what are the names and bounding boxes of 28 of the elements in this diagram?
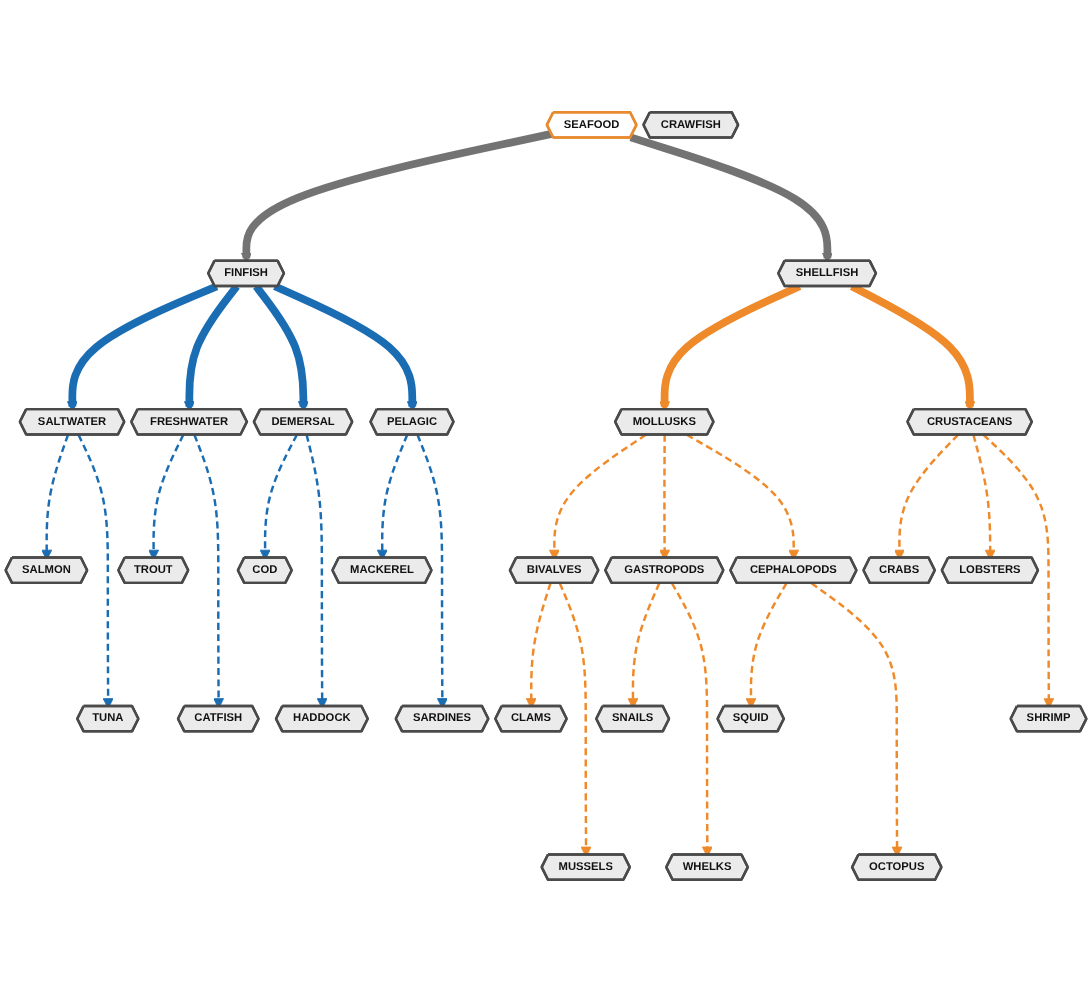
arrow xyxy=(273,282,418,413)
arrow xyxy=(558,582,592,858)
arrow xyxy=(982,433,1055,709)
arrow xyxy=(525,582,552,709)
arrow xyxy=(66,282,219,413)
arrow xyxy=(376,434,409,561)
arrow xyxy=(686,433,800,561)
arrow xyxy=(193,434,224,709)
arrow xyxy=(745,582,788,709)
arrow xyxy=(549,433,647,561)
arrow xyxy=(627,582,661,709)
arrow xyxy=(259,434,298,561)
arrow xyxy=(629,133,833,264)
arrow xyxy=(810,582,903,858)
arrow xyxy=(240,130,553,264)
arrow xyxy=(253,284,309,413)
arrow xyxy=(850,282,976,413)
arrow xyxy=(148,434,185,561)
arrow xyxy=(41,434,70,561)
arrow xyxy=(183,283,240,413)
arrow xyxy=(659,282,802,413)
arrow xyxy=(894,433,959,561)
arrow xyxy=(305,434,328,709)
arrow xyxy=(416,434,448,709)
arrow xyxy=(670,582,713,858)
arrow xyxy=(659,434,671,561)
arrow xyxy=(972,434,996,561)
arrow xyxy=(77,434,114,709)
